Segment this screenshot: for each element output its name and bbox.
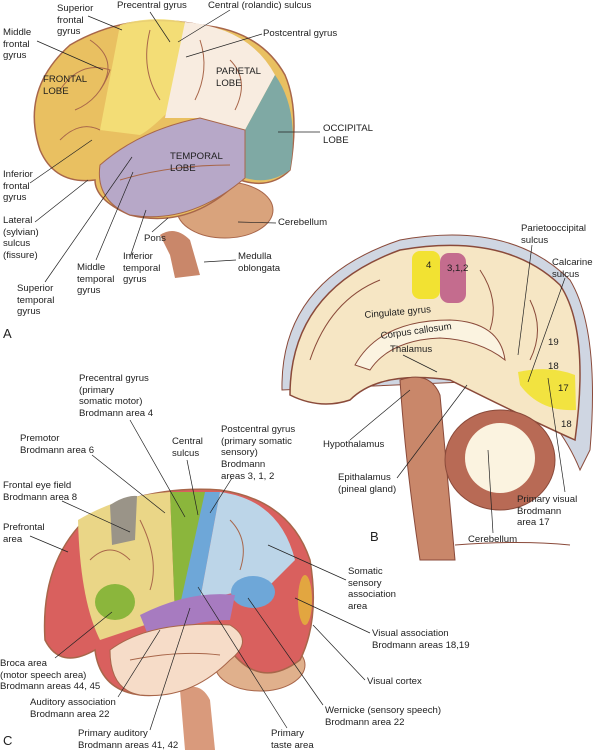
precentral-region-a xyxy=(100,19,185,136)
label-auditory-association: Auditory association Brodmann area 22 xyxy=(30,697,116,720)
label-area-19: 19 xyxy=(548,337,559,348)
label-thalamus: Thalamus xyxy=(390,344,433,355)
brainstem-a xyxy=(160,231,200,278)
label-superior-temporal-gyrus: Superior temporal gyrus xyxy=(17,283,55,318)
parietal-lobe-region xyxy=(165,22,275,130)
label-middle-temporal-gyrus: Middle temporal gyrus xyxy=(77,262,115,297)
label-temporal-lobe: TEMPORAL LOBE xyxy=(170,151,223,174)
brainstem-c xyxy=(180,686,215,750)
label-superior-frontal-gyrus: Superior frontal gyrus xyxy=(57,3,94,38)
visual-cortex-region xyxy=(298,575,312,625)
label-hypothalamus: Hypothalamus xyxy=(323,439,385,450)
label-primary-auditory: Primary auditory Brodmann areas 41, 42 xyxy=(78,728,179,750)
label-lateral-sulcus: Lateral (sylvian) sulcus (fissure) xyxy=(3,215,39,262)
label-visual-cortex: Visual cortex xyxy=(367,676,422,687)
label-frontal-lobe: FRONTAL LOBE xyxy=(43,74,88,97)
panel-letter-b: B xyxy=(370,529,379,544)
panel-letter-a: A xyxy=(3,326,12,341)
corpus-callosum-b xyxy=(354,319,506,371)
label-occipital-lobe: OCCIPITAL LOBE xyxy=(323,123,373,146)
label-area-4: 4 xyxy=(426,260,432,271)
label-postcentral-sensory: Postcentral gyrus (primary somatic senso… xyxy=(221,424,296,482)
label-epithalamus: Epithalamus (pineal gland) xyxy=(338,472,397,495)
label-parietal-lobe: PARIETAL LOBE xyxy=(216,66,261,89)
postcentral-sensory-region xyxy=(180,492,220,605)
broca-region xyxy=(95,584,135,620)
somatic-association-region xyxy=(200,492,295,600)
label-pons: Pons xyxy=(144,233,166,244)
label-area-17: 17 xyxy=(558,383,569,394)
brainstem-b xyxy=(399,376,456,561)
label-somatic-association: Somatic sensory association area xyxy=(348,566,396,613)
label-precentral-gyrus: Precentral gyrus xyxy=(117,0,187,11)
temporal-lobe-c xyxy=(109,623,243,697)
temporal-lobe-region xyxy=(98,117,246,218)
visual-area-17-region xyxy=(518,369,576,411)
label-medulla: Medulla oblongata xyxy=(238,251,281,274)
label-primary-taste: Primary taste area xyxy=(271,728,314,750)
label-wernicke: Wernicke (sensory speech) Brodmann area … xyxy=(325,705,442,728)
label-primary-visual: Primary visual Brodmann area 17 xyxy=(517,494,578,529)
label-area-18-upper: 18 xyxy=(548,361,559,372)
leader-lines-b xyxy=(349,244,566,534)
leader-lines-c xyxy=(29,419,371,731)
panel-letter-c: C xyxy=(3,733,13,748)
wernicke-region xyxy=(231,576,275,608)
label-area-312: 3,1,2 xyxy=(447,263,469,274)
label-area-18-lower: 18 xyxy=(561,419,572,430)
label-visual-association: Visual association Brodmann areas 18,19 xyxy=(372,628,470,651)
label-central-sulcus: Central (rolandic) sulcus xyxy=(208,0,312,11)
leader-lines-a xyxy=(29,9,320,283)
lateral-brain-c xyxy=(43,488,315,750)
medial-brain-b xyxy=(281,234,593,561)
label-broca: Broca area (motor speech area) Brodmann … xyxy=(0,658,101,693)
area-312-region xyxy=(440,253,466,303)
frontal-eye-field-region xyxy=(110,495,137,545)
label-central-sulcus-c: Central sulcus xyxy=(172,436,203,459)
lateral-brain-a xyxy=(33,19,295,278)
label-inferior-temporal-gyrus: Inferior temporal gyrus xyxy=(123,251,161,286)
label-frontal-eye-field: Frontal eye field Brodmann area 8 xyxy=(3,480,78,503)
label-precentral-motor: Precentral gyrus (primary somatic motor)… xyxy=(79,373,154,420)
area-4-region xyxy=(412,251,440,299)
label-calcarine-sulcus: Calcarine sulcus xyxy=(552,257,593,280)
label-postcentral-gyrus: Postcentral gyrus xyxy=(263,28,338,39)
label-inferior-frontal-gyrus: Inferior frontal gyrus xyxy=(3,169,33,204)
label-premotor: Premotor Brodmann area 6 xyxy=(20,433,95,456)
label-prefrontal: Prefrontal area xyxy=(3,522,45,545)
occipital-lobe-region xyxy=(245,75,293,181)
label-middle-frontal-gyrus: Middle frontal gyrus xyxy=(3,27,32,62)
label-cerebellum-a: Cerebellum xyxy=(278,217,328,228)
cerebral-hemisphere-b xyxy=(289,244,581,442)
label-cerebellum-b: Cerebellum xyxy=(468,534,518,545)
label-parietooccipital-sulcus: Parietooccipital sulcus xyxy=(521,223,587,246)
